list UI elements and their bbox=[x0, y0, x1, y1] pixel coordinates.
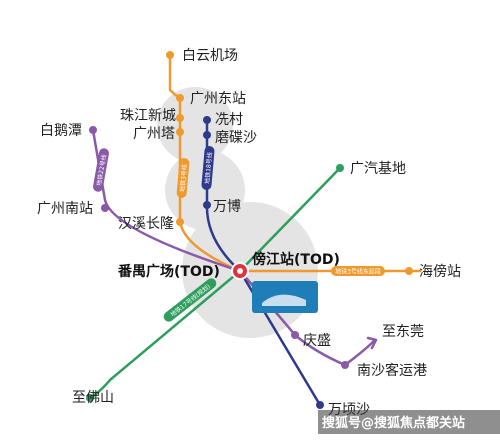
tag-line3-east-bg bbox=[331, 266, 385, 276]
label-zhujiang-newtown: 珠江新城 bbox=[120, 108, 176, 124]
label-guangzhou-south: 广州南站 bbox=[37, 201, 93, 217]
line-purple bbox=[91, 128, 377, 367]
label-to-dongguan: 至东莞 bbox=[382, 324, 424, 340]
hub-marker bbox=[231, 262, 249, 280]
dot-baiyun-airport bbox=[166, 51, 174, 59]
tag-line3-bg bbox=[176, 158, 190, 198]
label-canton-tower: 广州塔 bbox=[133, 126, 175, 142]
dot-wanbo bbox=[203, 201, 211, 209]
label-haibang-station: 海傍站 bbox=[419, 263, 461, 280]
dot-qingsheng bbox=[291, 331, 299, 339]
label-pangjiang-station: 傍江站(TOD) bbox=[252, 251, 340, 268]
dot-baietan bbox=[89, 126, 97, 134]
dot-xiancun bbox=[203, 116, 211, 124]
station-dots bbox=[86, 51, 413, 409]
hub-inner bbox=[237, 268, 243, 274]
label-xiancun: 冼村 bbox=[215, 112, 243, 128]
dot-canton-tower bbox=[176, 128, 184, 136]
tag-line18: 地铁18号线 bbox=[203, 152, 214, 184]
dot-haibang bbox=[405, 267, 413, 275]
label-gac-base: 广汽基地 bbox=[350, 160, 406, 177]
zone-north bbox=[157, 87, 233, 163]
label-guangzhou-east: 广州东站 bbox=[190, 91, 246, 107]
label-to-foshan: 至佛山 bbox=[72, 390, 114, 406]
label-qingsheng: 庆盛 bbox=[303, 333, 331, 349]
label-modiesha: 磨碟沙 bbox=[215, 130, 257, 146]
project-badge bbox=[252, 281, 318, 313]
arrow-dongguan bbox=[366, 336, 378, 350]
dot-hanxi-longlong bbox=[176, 218, 184, 226]
dot-nansha-bus bbox=[341, 361, 349, 369]
tag-line22-bg bbox=[93, 148, 109, 192]
label-wanbo: 万博 bbox=[213, 198, 241, 215]
label-baiyun-airport: 白云机场 bbox=[182, 48, 238, 64]
tag-line3: 地铁3号线 bbox=[178, 164, 188, 192]
dot-zhujiang-newtown bbox=[176, 114, 184, 122]
label-hanxi-longlong: 汉溪长隆 bbox=[118, 216, 174, 232]
watermark-bg bbox=[318, 410, 500, 434]
dot-to-foshan bbox=[86, 394, 94, 402]
dot-modiesha bbox=[203, 131, 211, 139]
dot-guangzhou-south bbox=[101, 204, 109, 212]
project-badge-emblem bbox=[262, 294, 306, 306]
label-panyu-square: 番禺广场(TOD) bbox=[117, 263, 220, 280]
label-nansha-bus: 南沙客运港 bbox=[357, 362, 427, 379]
dot-guangzhou-east bbox=[176, 94, 184, 102]
tag-line18-bg bbox=[201, 146, 215, 190]
line-orange bbox=[168, 53, 422, 273]
dot-wanqingsha bbox=[316, 401, 324, 409]
watermark-text: 搜狐号@搜狐焦点都关站 bbox=[322, 415, 465, 431]
watermark: 搜狐号@搜狐焦点都关站 bbox=[318, 410, 500, 434]
label-baietan: 白鹅潭 bbox=[40, 122, 82, 139]
dot-gac-base bbox=[336, 164, 344, 172]
tag-line3-east: 地铁3号线东延段 bbox=[335, 268, 381, 276]
tag-line17-bg bbox=[163, 278, 217, 322]
